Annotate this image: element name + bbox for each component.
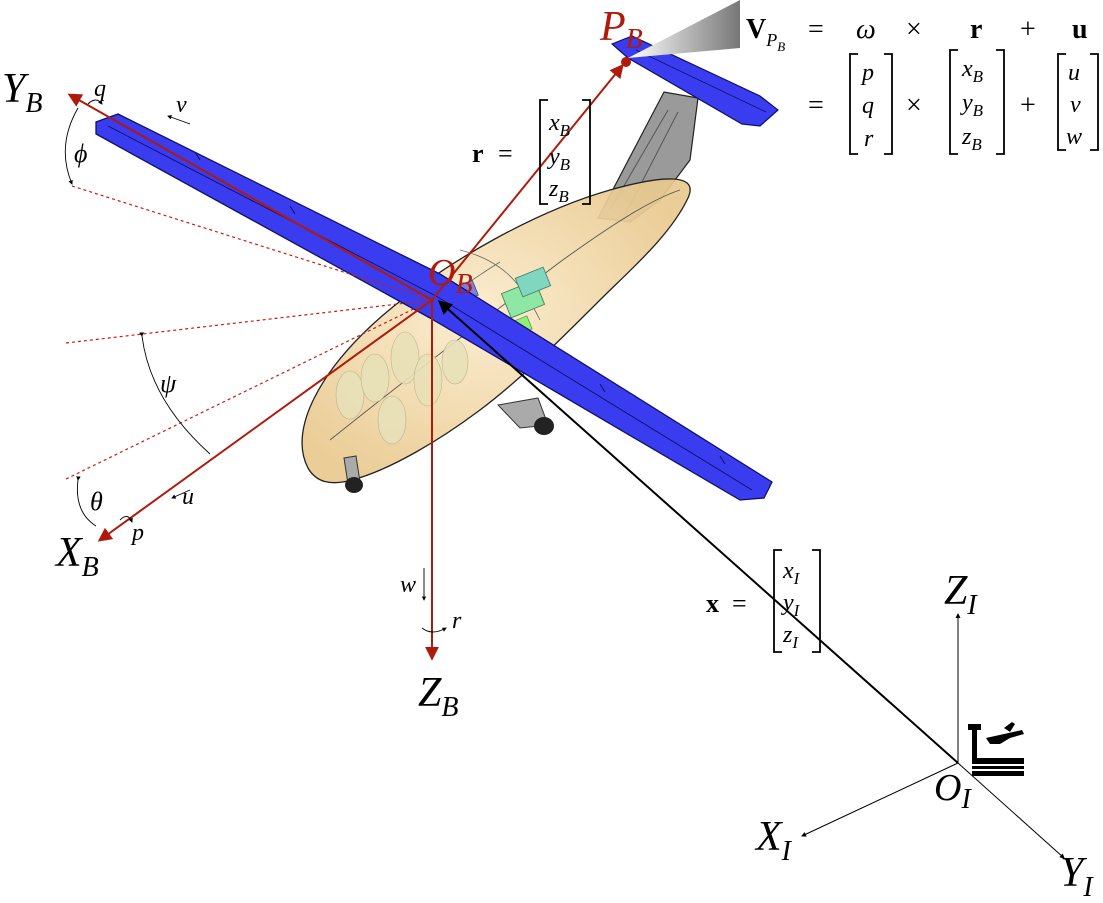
svg-text:VPB: VPB [746,14,785,54]
u-velocity-arrow [171,489,191,499]
position-vector-x [437,300,959,764]
svg-text:xI: xI [782,558,801,588]
q-rate-arrow [87,99,103,105]
inertial-z-label: ZI [944,568,978,621]
theta-label: θ [90,487,103,516]
inertial-x-axis [801,762,959,837]
point-pb-dot [621,57,631,67]
svg-text:r: r [472,139,484,168]
w-label: w [400,572,416,598]
v-label: v [176,92,187,118]
q-label: q [94,76,106,102]
inertial-origin-label: OI [934,767,972,815]
svg-text:=: = [498,139,513,168]
landing-gear [343,397,554,493]
svg-text:u: u [1072,14,1088,45]
point-pb-label: PB [599,4,643,55]
svg-text:yI: yI [781,590,801,620]
inertial-y-axis [957,762,1065,859]
svg-text:yB: yB [960,90,984,120]
body-y-label: YB [2,66,42,119]
theta-arc [76,476,97,527]
body-x-label: XB [54,530,99,583]
x-vector-equation: x = xI yI zI [706,549,821,653]
velocity-equation: VPB = ω × r + u = p q r × xB yB zB + u v… [746,14,1099,155]
reference-lines [65,185,433,480]
body-z-label: ZB [418,670,458,723]
v-velocity-arrow [167,115,191,125]
svg-text:zB: zB [961,124,982,154]
p-label: p [130,520,144,546]
psi-arc [139,332,211,455]
svg-text:+: + [1020,14,1036,45]
svg-text:×: × [906,14,922,45]
angle-arcs [64,99,447,633]
svg-text:=: = [732,589,747,618]
occupants [335,331,469,445]
svg-text:xB: xB [548,110,571,140]
svg-text:xB: xB [961,56,984,86]
inertial-x-label: XI [754,814,793,867]
body-y-axis [67,93,433,301]
svg-text:zI: zI [782,622,799,652]
phi-arc [64,107,79,185]
svg-text:ω: ω [856,14,876,45]
svg-text:=: = [808,90,824,121]
svg-text:q: q [862,93,874,119]
cabin-box-teal [514,266,552,298]
svg-text:p: p [860,60,874,86]
body-origin-label: OB [428,252,473,300]
phi-label: ϕ [74,139,87,168]
airport-tower-icon [968,722,1024,776]
u-label: u [182,484,194,510]
aircraft-illustration [95,35,779,501]
svg-text:r: r [864,126,874,152]
r-vector-equation: r = xB yB zB [472,99,591,206]
light-beam [628,0,740,58]
r-rate-label: r [452,608,462,634]
svg-text:zB: zB [548,176,569,206]
inertial-y-label: YI [1060,850,1094,903]
svg-text:u: u [1068,60,1080,86]
main-wing [95,113,773,501]
r-rate-arrow [421,627,447,633]
svg-text:x: x [706,589,719,618]
inertial-frame [437,300,1065,859]
svg-text:r: r [970,14,982,45]
p-rate-arrow [119,516,133,523]
svg-text:w: w [1066,124,1082,150]
svg-text:+: + [1020,90,1036,121]
svg-text:yB: yB [547,144,571,174]
svg-text:v: v [1070,92,1081,118]
body-x-axis [97,299,433,542]
svg-text:×: × [906,90,922,121]
svg-text:=: = [808,14,824,45]
psi-label: ψ [160,369,177,398]
